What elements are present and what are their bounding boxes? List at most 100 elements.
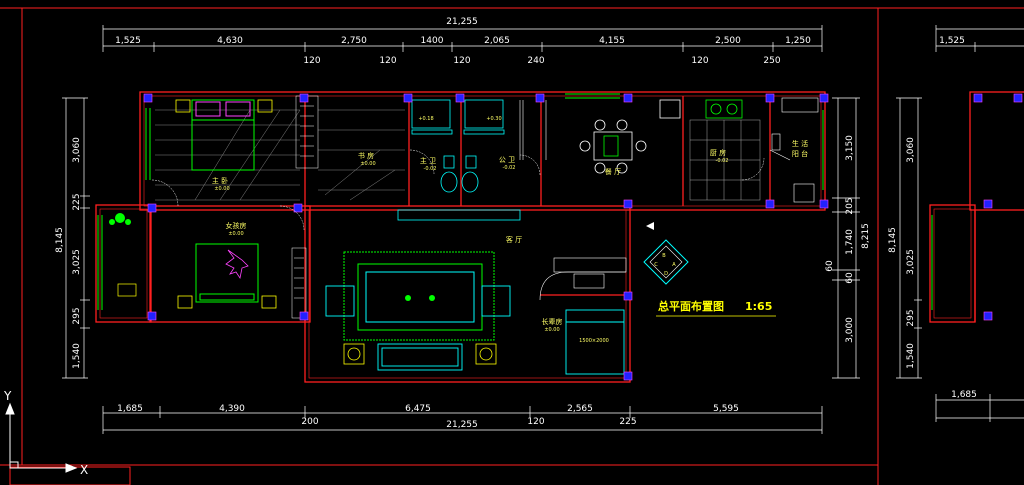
- bottom-dim-2: 6,475: [405, 404, 431, 414]
- elev-master-bath: -0.02: [424, 166, 437, 172]
- top-sub-dim-2: 120: [453, 56, 470, 66]
- floor-plan: [95, 91, 829, 383]
- bottom-dim-1: 4,390: [219, 404, 245, 414]
- left-dim-1: 225: [72, 193, 82, 210]
- rp-left-dim-total: 8,145: [888, 227, 898, 253]
- elev-children: ±0.00: [228, 231, 243, 237]
- column-markers: [143, 93, 829, 381]
- bottom-dimension-chain: [102, 406, 823, 434]
- compass-marker: B A C D: [643, 222, 689, 285]
- study-floor-hatch: [318, 109, 405, 201]
- room-label-kitchen: 厨 房: [710, 148, 726, 157]
- living-room-side-tables: [343, 343, 497, 365]
- top-dim-1: 4,630: [217, 36, 243, 46]
- bottom-sub-dim-1: 120: [527, 417, 544, 427]
- tv-console: [397, 209, 521, 221]
- top-dim-4: 2,065: [484, 36, 510, 46]
- room-label-elder: 长辈房: [542, 317, 563, 326]
- elev-bath-ceiling-2: +0.30: [486, 116, 501, 122]
- room-label-dining: 餐 厅: [605, 167, 621, 176]
- elev-public-bath: -0.02: [503, 165, 516, 171]
- compass-c: C: [654, 262, 658, 268]
- drawing-frame: [0, 7, 1024, 485]
- top-sub-dim-0: 120: [303, 56, 320, 66]
- top-dimension-chain: [102, 25, 823, 52]
- children-bed-cover: [225, 249, 249, 280]
- bottom-dim-3: 2,565: [567, 404, 593, 414]
- ucs-icon: [5, 402, 78, 473]
- room-label-living: 客 厅: [506, 235, 522, 244]
- master-bed-floor-hatch: [155, 109, 301, 201]
- elder-room-bed: [565, 309, 625, 375]
- room-label-utility-balcony-1: 生 活: [792, 139, 808, 148]
- balcony-fixture: [117, 283, 137, 297]
- left-total-dim: 8,145: [55, 227, 65, 253]
- elev-study: ±0.00: [360, 161, 375, 167]
- nightstands-master: [175, 99, 273, 113]
- bottom-segment-labels: 1,685 4,390 6,475 2,565 5,595: [117, 404, 739, 414]
- top-total-dimension: 21,255: [446, 17, 478, 27]
- kitchen-grid: [689, 119, 761, 201]
- top-sub-dim-4: 120: [691, 56, 708, 66]
- living-room-rug: [343, 251, 495, 341]
- room-label-study: 书 房: [358, 151, 374, 160]
- left-segment-labels: 8,145 3,060 225 3,025 295 1,540: [55, 137, 82, 369]
- right-dim-3: 60: [825, 260, 835, 272]
- room-label-children: 女孩房: [226, 221, 247, 230]
- left-dim-0: 3,060: [72, 137, 82, 163]
- compass-b: B: [662, 253, 666, 259]
- left-dim-3: 295: [72, 307, 82, 324]
- room-label-utility-balcony-2: 阳 台: [792, 149, 808, 158]
- drawing-scale: 1:65: [745, 300, 772, 313]
- bottom-dim-0: 1,685: [117, 404, 143, 414]
- bottom-total-dimension: 21,255: [446, 420, 478, 430]
- room-label-master-bed: 主 卧: [212, 176, 228, 185]
- top-dim-6: 2,500: [715, 36, 741, 46]
- children-bed: [195, 243, 259, 303]
- right-total-dim: 8,215: [861, 223, 871, 249]
- left-dim-4: 1,540: [72, 343, 82, 369]
- left-dim-2: 3,025: [72, 249, 82, 275]
- room-label-master-bath: 主 卫: [420, 156, 436, 165]
- rp-left-dim-4: 295: [906, 309, 916, 326]
- rp-left-dim-3: 3,025: [906, 249, 916, 275]
- compass-d: D: [664, 271, 668, 277]
- top-dim-2: 2,750: [341, 36, 367, 46]
- top-dim-3: 1400: [421, 36, 444, 46]
- right-dim-2: 1,740: [845, 229, 855, 255]
- bottom-sub-dim-0: 200: [301, 417, 318, 427]
- bottom-sub-dim-2: 225: [619, 417, 636, 427]
- rp-left-dim-5: 1,540: [906, 343, 916, 369]
- right-dim-4: 3,000: [845, 317, 855, 343]
- balcony-plant: [109, 213, 131, 225]
- top-sub-dim-3: 240: [527, 56, 544, 66]
- door-swings: [151, 149, 765, 231]
- exterior-walls: [95, 91, 826, 383]
- elev-kitchen: -0.02: [716, 158, 729, 164]
- utility-balcony-fixtures: [769, 97, 819, 203]
- elder-room-wardrobe: [539, 257, 627, 301]
- elev-bath-ceiling-1: +0.18: [418, 116, 433, 122]
- right-dimension-chain: [832, 97, 860, 379]
- bathroom-fixtures: [411, 99, 505, 193]
- top-dim-5: 4,155: [599, 36, 625, 46]
- rp-bottom-dim: 1,685: [951, 390, 977, 400]
- top-sub-dim-5: 250: [763, 56, 780, 66]
- coffee-table-plants: [405, 295, 435, 301]
- left-dimension-chain: [62, 97, 90, 379]
- drawing-title: 总平面布置图: [658, 299, 724, 313]
- right-partial-panel: 1,525 3,060 8,145 3,025 295 1,540 1,685: [888, 25, 1024, 422]
- kitchen-stove: [659, 99, 743, 119]
- compass-a: A: [672, 262, 676, 268]
- ucs-x-label: X: [80, 463, 88, 477]
- right-extra-dim: 60: [845, 272, 855, 284]
- living-room-sofa-set: [325, 285, 511, 371]
- bottom-dim-4: 5,595: [713, 404, 739, 414]
- ucs-y-label: Y: [3, 389, 12, 403]
- right-dim-0: 3,150: [845, 135, 855, 161]
- windows: [97, 93, 824, 310]
